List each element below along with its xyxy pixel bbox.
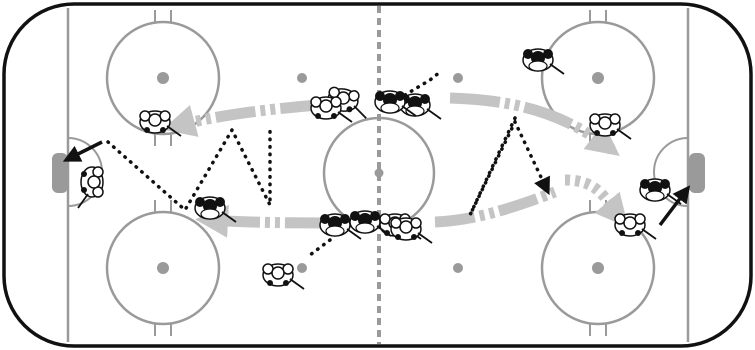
right-net <box>689 153 705 193</box>
neutral-dot <box>297 73 307 83</box>
neutral-dot <box>297 263 307 273</box>
neutral-dot <box>453 73 463 83</box>
skating-path-bottom-left <box>205 220 325 223</box>
center-faceoff-dot <box>375 169 384 178</box>
neutral-dot <box>453 263 463 273</box>
